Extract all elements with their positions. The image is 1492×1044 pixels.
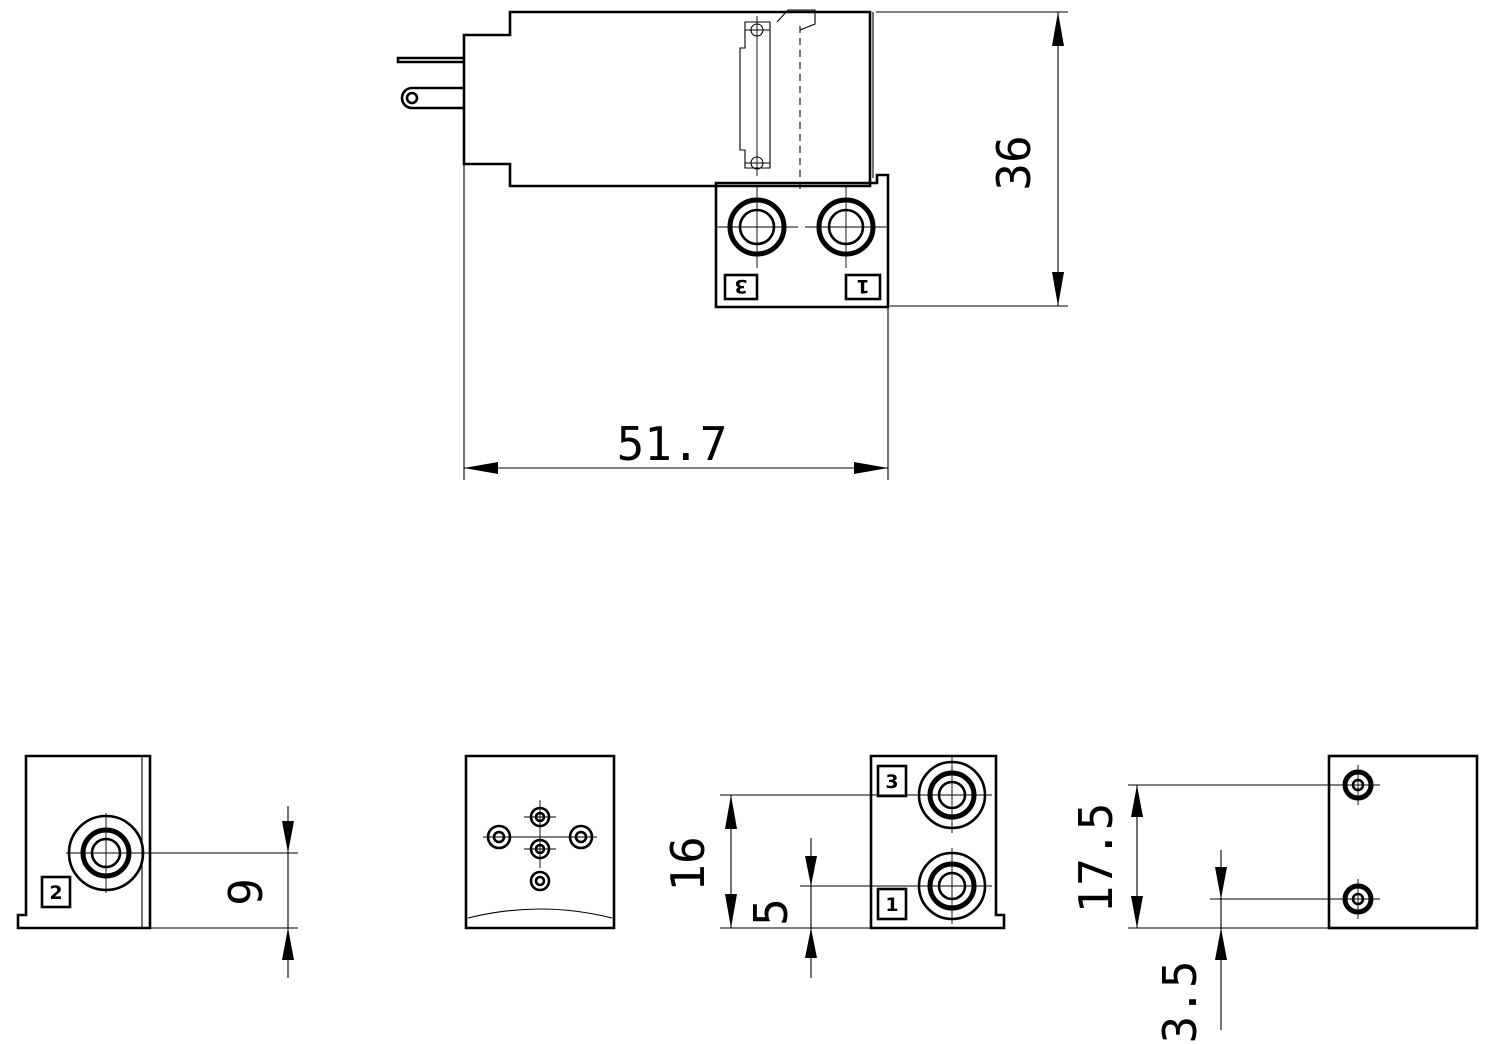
valve-base-outline — [714, 173, 890, 309]
mounting-outline — [1327, 754, 1479, 930]
dimension-hole-offset: 3.5 — [1153, 850, 1345, 1044]
dimension-hole-offset-value: 3.5 — [1153, 960, 1207, 1043]
port-label-3: 3 — [723, 273, 759, 301]
connector-end-view — [464, 754, 616, 930]
dimension-height-value: 36 — [987, 135, 1041, 190]
port-1-face-fitting — [912, 848, 992, 924]
port-face-label-1: 1 — [876, 887, 908, 921]
dimension-port-height: 9 — [146, 806, 298, 978]
dimension-hole-spacing: 17.5 — [1069, 784, 1345, 929]
connector-pins — [396, 56, 464, 110]
svg-text:3: 3 — [885, 771, 898, 793]
dimension-lower-port: 5 — [744, 838, 912, 978]
port-1-fitting — [805, 186, 887, 268]
port-label-2: 2 — [40, 875, 72, 909]
svg-text:1: 1 — [885, 894, 898, 916]
dimension-port-height-value: 9 — [219, 878, 273, 906]
dimension-lower-port-value: 5 — [744, 898, 798, 926]
port-2-fitting — [66, 813, 146, 893]
port-3-face-fitting — [912, 757, 992, 833]
svg-text:2: 2 — [49, 882, 62, 904]
svg-text:1: 1 — [856, 275, 869, 297]
side-view: 3 1 36 51.7 — [396, 9, 1068, 480]
connector-end-outline — [464, 754, 616, 930]
dimension-width-value: 51.7 — [617, 417, 728, 471]
dimension-width: 51.7 — [463, 164, 889, 480]
dimension-hole-spacing-value: 17.5 — [1069, 803, 1123, 914]
left-end-outline — [16, 754, 152, 930]
svg-text:3: 3 — [734, 275, 747, 297]
port-face-view: 3 1 16 5 — [661, 754, 1006, 978]
port-3-fitting — [716, 186, 798, 268]
mounting-view: 17.5 3.5 — [1069, 754, 1479, 1044]
connector-pin-holes — [483, 800, 597, 892]
coil-body-outline — [462, 10, 872, 188]
port-label-1: 1 — [844, 273, 882, 301]
left-end-view: 2 9 — [16, 754, 298, 978]
dimension-upper-port-value: 16 — [661, 836, 715, 891]
manual-override — [739, 9, 816, 192]
port-face-label-3: 3 — [876, 764, 908, 798]
dimension-upper-port: 16 — [661, 794, 912, 929]
dimension-height: 36 — [876, 11, 1068, 307]
